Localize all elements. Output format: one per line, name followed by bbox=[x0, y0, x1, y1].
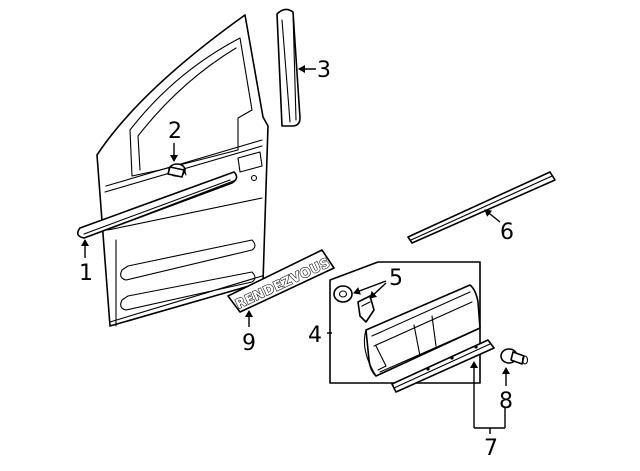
part-4-box bbox=[329, 261, 481, 384]
callout-7: 7 bbox=[484, 436, 498, 461]
callout-9: 9 bbox=[242, 331, 256, 356]
callout-5: 5 bbox=[389, 266, 403, 291]
callouts: 1 2 3 4 5 6 7 8 9 bbox=[79, 58, 514, 461]
callout-2: 2 bbox=[168, 119, 182, 144]
callout-3: 3 bbox=[317, 58, 331, 83]
leader-lines bbox=[81, 65, 510, 434]
part-3-applique bbox=[276, 8, 301, 127]
part-6-strip bbox=[407, 171, 556, 244]
part-8-pin bbox=[500, 348, 529, 365]
callout-8: 8 bbox=[499, 389, 513, 414]
callout-6: 6 bbox=[500, 220, 514, 245]
part-1-molding bbox=[76, 171, 238, 239]
part-2-clip bbox=[167, 163, 187, 178]
callout-4: 4 bbox=[308, 323, 322, 348]
part-7-strip bbox=[391, 339, 495, 393]
callout-1: 1 bbox=[79, 261, 93, 286]
part-5-retainer bbox=[333, 285, 375, 323]
